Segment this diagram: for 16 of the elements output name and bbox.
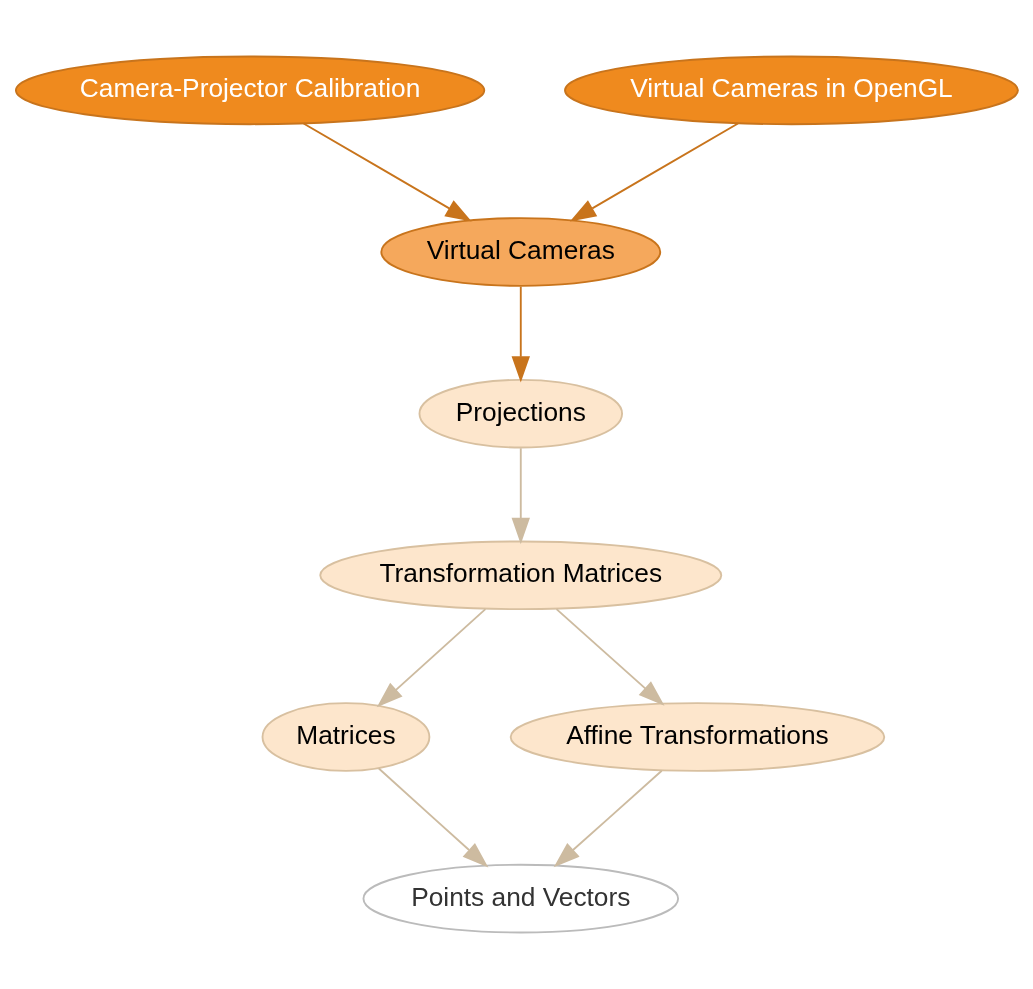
arrow — [376, 608, 487, 708]
node-ellipse: Transformation Matrices — [319, 540, 723, 611]
node-ellipse: Points and Vectors — [362, 863, 680, 934]
arrow — [511, 447, 530, 545]
arrow — [511, 285, 530, 383]
node-ellipse: Affine Transformations — [509, 702, 886, 772]
arrow — [302, 122, 472, 222]
arrow — [377, 767, 489, 868]
node-ellipse: Virtual Cameras — [380, 217, 662, 287]
node-ellipse: Matrices — [261, 702, 431, 772]
arrow — [569, 122, 739, 222]
arrow — [553, 769, 663, 868]
arrow — [555, 608, 665, 706]
node-ellipse: Camera-Projector Calibration — [14, 55, 486, 126]
node-ellipse: Projections — [418, 378, 624, 449]
node-ellipse: Virtual Cameras in OpenGL — [564, 55, 1019, 126]
